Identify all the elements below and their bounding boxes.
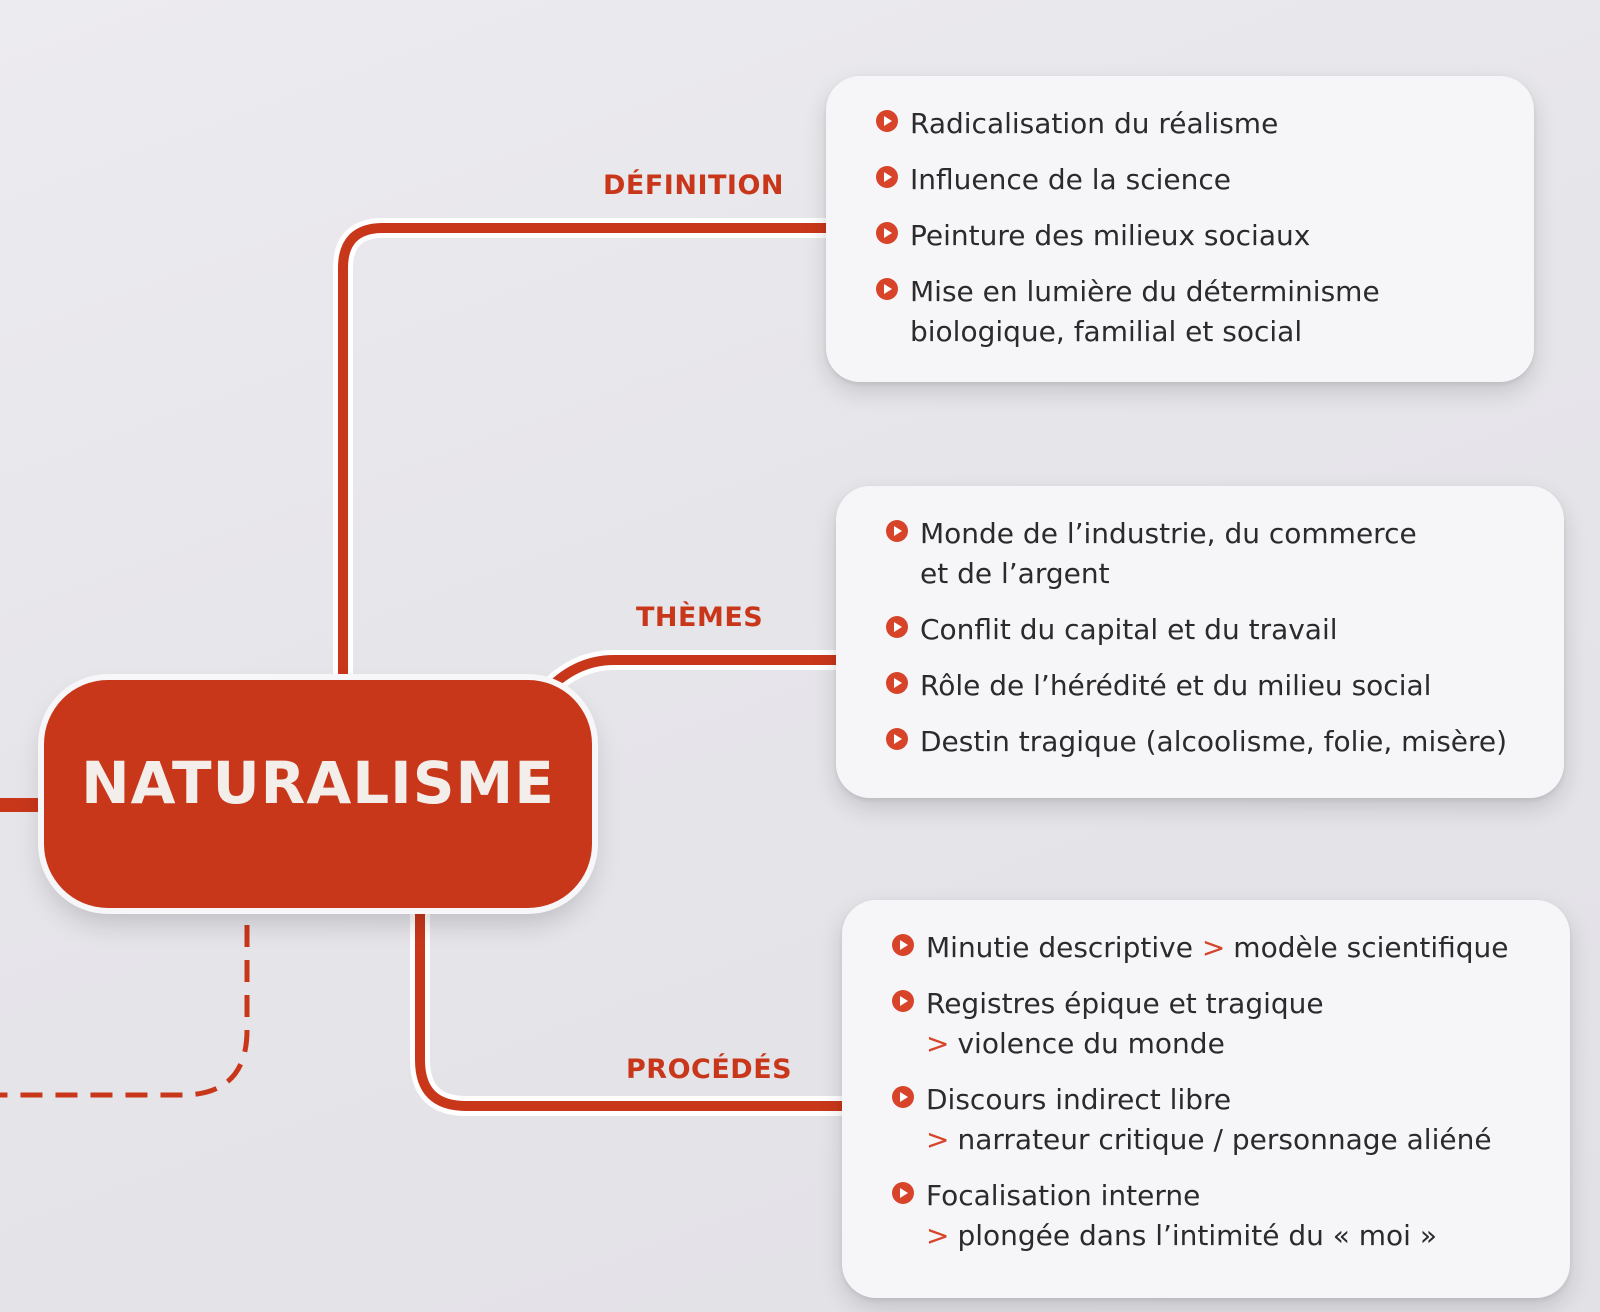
play-bullet-icon — [886, 672, 908, 694]
item-line-text: narrateur critique / personnage aliéné — [957, 1123, 1492, 1156]
list-item: Registres épique et tragique >violence du… — [892, 984, 1542, 1064]
play-bullet-icon — [886, 520, 908, 542]
item-line: Mise en lumière du déterminisme — [910, 272, 1380, 312]
list-item-text: Mise en lumière du déterminisme biologiqu… — [910, 272, 1380, 352]
item-line-text: biologique, familial et social — [910, 315, 1303, 348]
procedes-card: Minutie descriptive >modèle scientifique… — [842, 900, 1570, 1298]
arrow-marker: > — [1201, 931, 1226, 964]
list-item-text: Radicalisation du réalisme — [910, 104, 1278, 144]
branch-label-themes: THÈMES — [636, 602, 764, 633]
item-line: Monde de l’industrie, du commerce — [920, 514, 1417, 554]
item-line-text: Focalisation interne — [926, 1179, 1201, 1212]
item-line-text: Minutie descriptive — [926, 931, 1193, 964]
list-item: Monde de l’industrie, du commerce et de l… — [886, 514, 1536, 594]
play-bullet-icon — [876, 222, 898, 244]
item-line-text: Influence de la science — [910, 163, 1231, 196]
play-bullet-icon — [892, 1086, 914, 1108]
play-bullet-icon — [892, 990, 914, 1012]
item-line: et de l’argent — [920, 554, 1417, 594]
list-item: Rôle de l’hérédité et du milieu social — [886, 666, 1536, 706]
item-line: Radicalisation du réalisme — [910, 104, 1278, 144]
list-item: Mise en lumière du déterminisme biologiqu… — [876, 272, 1506, 352]
item-line: Conflit du capital et du travail — [920, 610, 1338, 650]
item-line: biologique, familial et social — [910, 312, 1380, 352]
list-item-text: Rôle de l’hérédité et du milieu social — [920, 666, 1431, 706]
definition-connector-line — [338, 223, 833, 682]
list-item: Influence de la science — [876, 160, 1506, 200]
list-item-text: Influence de la science — [910, 160, 1231, 200]
item-line: Peinture des milieux sociaux — [910, 216, 1310, 256]
play-bullet-icon — [876, 110, 898, 132]
dashed-connector-line — [0, 925, 250, 1098]
item-line: Minutie descriptive >modèle scientifique — [926, 928, 1508, 968]
themes-card: Monde de l’industrie, du commerce et de l… — [836, 486, 1564, 798]
play-bullet-icon — [892, 934, 914, 956]
branch-label-procedes: PROCÉDÉS — [626, 1054, 793, 1085]
item-line-text: Conflit du capital et du travail — [920, 613, 1338, 646]
play-bullet-icon — [886, 728, 908, 750]
central-node: NATURALISME — [44, 680, 592, 908]
list-item-text: Registres épique et tragique >violence du… — [926, 984, 1324, 1064]
list-item: Conflit du capital et du travail — [886, 610, 1536, 650]
item-line-text: et de l’argent — [920, 557, 1110, 590]
play-bullet-icon — [892, 1182, 914, 1204]
item-line-text: Discours indirect libre — [926, 1083, 1232, 1116]
play-bullet-icon — [876, 278, 898, 300]
list-item: Focalisation interne >plongée dans l’inti… — [892, 1176, 1542, 1256]
arrow-marker: > — [926, 1027, 950, 1060]
item-line: Destin tragique (alcoolisme, folie, misè… — [920, 722, 1507, 762]
item-line: >narrateur critique / personnage aliéné — [926, 1120, 1492, 1160]
arrow-marker: > — [926, 1123, 950, 1156]
item-line: Influence de la science — [910, 160, 1231, 200]
item-line-text: Rôle de l’hérédité et du milieu social — [920, 669, 1432, 702]
item-line-text: violence du monde — [957, 1027, 1225, 1060]
list-item: Peinture des milieux sociaux — [876, 216, 1506, 256]
list-item-text: Destin tragique (alcoolisme, folie, misè… — [920, 722, 1507, 762]
list-item-text: Minutie descriptive >modèle scientifique — [926, 928, 1508, 968]
item-line: Discours indirect libre — [926, 1080, 1492, 1120]
item-line: Focalisation interne — [926, 1176, 1437, 1216]
item-line-text: Registres épique et tragique — [926, 987, 1324, 1020]
play-bullet-icon — [876, 166, 898, 188]
list-item: Radicalisation du réalisme — [876, 104, 1506, 144]
procedes-connector-line — [415, 906, 846, 1111]
branch-label-definition: DÉFINITION — [603, 170, 785, 201]
list-item: Discours indirect libre >narrateur critiq… — [892, 1080, 1542, 1160]
item-line: >violence du monde — [926, 1024, 1324, 1064]
item-line-text: Mise en lumière du déterminisme — [910, 275, 1380, 308]
list-item-text: Monde de l’industrie, du commerce et de l… — [920, 514, 1417, 594]
item-line-text: Monde de l’industrie, du commerce — [920, 517, 1417, 550]
item-line-text: plongée dans l’intimité du « moi » — [957, 1219, 1437, 1252]
item-line: >plongée dans l’intimité du « moi » — [926, 1216, 1437, 1256]
item-line-text: Destin tragique (alcoolisme, folie, misè… — [920, 725, 1508, 758]
item-line-text: Radicalisation du réalisme — [910, 107, 1279, 140]
list-item: Destin tragique (alcoolisme, folie, misè… — [886, 722, 1536, 762]
item-line: Rôle de l’hérédité et du milieu social — [920, 666, 1431, 706]
arrow-marker: > — [926, 1219, 950, 1252]
list-item-text: Peinture des milieux sociaux — [910, 216, 1310, 256]
play-bullet-icon — [886, 616, 908, 638]
item-line: Registres épique et tragique — [926, 984, 1324, 1024]
list-item-text: Conflit du capital et du travail — [920, 610, 1338, 650]
central-node-title: NATURALISME — [81, 749, 555, 817]
item-line-text: Peinture des milieux sociaux — [910, 219, 1311, 252]
list-item-text: Focalisation interne >plongée dans l’inti… — [926, 1176, 1437, 1256]
list-item-text: Discours indirect libre >narrateur critiq… — [926, 1080, 1492, 1160]
item-line-suffix: modèle scientifique — [1233, 931, 1509, 964]
list-item: Minutie descriptive >modèle scientifique — [892, 928, 1542, 968]
